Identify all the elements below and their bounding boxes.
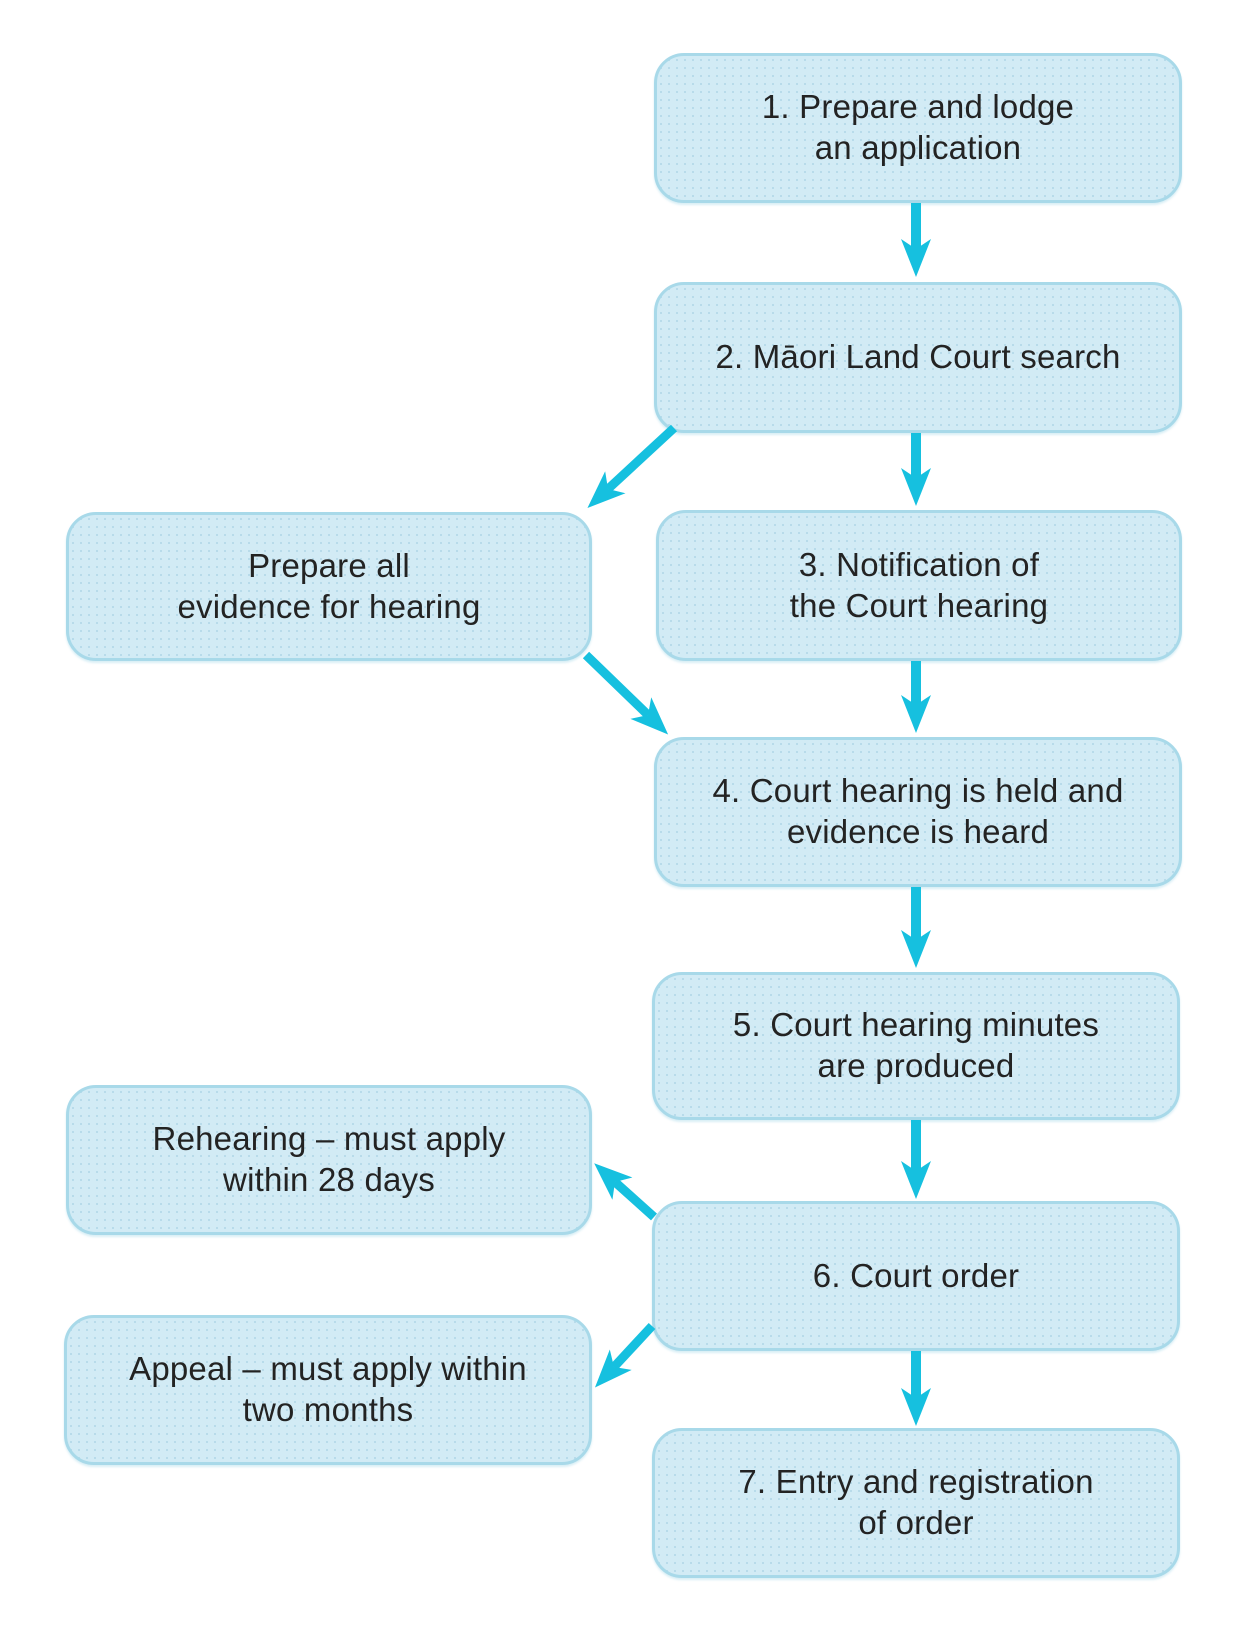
node-prepare-evidence-label: Prepare all evidence for hearing	[177, 546, 481, 625]
node-step-6-label: 6. Court order	[812, 1256, 1020, 1294]
node-step-7-label: 7. Entry and registration of order	[738, 1463, 1094, 1541]
node-prepare-evidence: Prepare all evidence for hearing	[66, 512, 592, 661]
node-step-2: 2. Māori Land Court search	[654, 282, 1182, 433]
node-step-6: 6. Court order	[652, 1201, 1180, 1351]
arrow-step-2-to-prepare-evidence	[587, 424, 678, 509]
node-step-1-label: 1. Prepare and lodge an application	[761, 88, 1075, 166]
node-step-3-label: 3. Notification of the Court hearing	[789, 545, 1049, 624]
node-step-5: 5. Court hearing minutes are produced	[652, 972, 1180, 1120]
node-appeal: Appeal – must apply within two months	[64, 1315, 592, 1465]
node-step-2-label: 2. Māori Land Court search	[715, 338, 1121, 376]
node-appeal-label: Appeal – must apply within two months	[129, 1350, 527, 1428]
arrow-step-6-to-appeal	[594, 1322, 656, 1388]
node-step-7: 7. Entry and registration of order	[652, 1428, 1180, 1578]
node-step-3: 3. Notification of the Court hearing	[656, 510, 1182, 661]
node-step-1: 1. Prepare and lodge an application	[654, 53, 1182, 203]
node-step-4: 4. Court hearing is held and evidence is…	[654, 737, 1182, 887]
node-step-5-label: 5. Court hearing minutes are produced	[732, 1006, 1100, 1084]
arrow-prepare-evidence-to-step-4	[582, 651, 669, 735]
node-rehearing-label: Rehearing – must apply within 28 days	[152, 1120, 506, 1198]
node-rehearing: Rehearing – must apply within 28 days	[66, 1085, 592, 1235]
node-step-4-label: 4. Court hearing is held and evidence is…	[712, 772, 1124, 850]
arrow-step-6-to-rehearing	[594, 1163, 658, 1221]
